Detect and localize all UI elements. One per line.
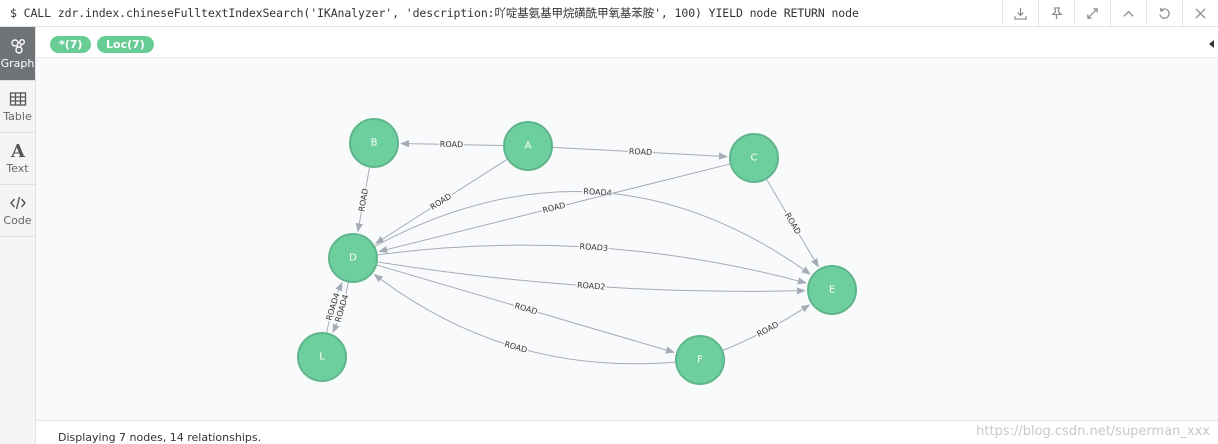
node-circle[interactable] bbox=[503, 121, 553, 171]
relationship-label: ROAD bbox=[514, 301, 539, 316]
sidebar-item-label: Graph bbox=[0, 57, 35, 70]
relationship-label: ROAD2 bbox=[577, 281, 606, 292]
relationship-label: ROAD bbox=[783, 211, 803, 236]
label-all-pill[interactable]: *(7) bbox=[50, 36, 92, 53]
sidebar-item-table[interactable]: Table bbox=[0, 81, 35, 133]
sidebar-item-label: Text bbox=[6, 162, 29, 175]
rerun-icon bbox=[1159, 7, 1170, 19]
relationship-C-E[interactable] bbox=[766, 179, 819, 268]
graph-node-f[interactable]: F bbox=[675, 335, 725, 385]
close-button[interactable] bbox=[1182, 0, 1218, 26]
query-bar: $ CALL zdr.index.chineseFulltextIndexSea… bbox=[0, 0, 1218, 27]
relationship-D-F[interactable] bbox=[376, 264, 675, 354]
relationship-label: ROAD bbox=[429, 192, 454, 212]
node-label: A bbox=[525, 141, 532, 152]
relationship-A-C[interactable] bbox=[552, 146, 728, 160]
relationship-label: ROAD bbox=[357, 188, 370, 213]
relationship-A-B[interactable] bbox=[400, 140, 504, 148]
collapse-up-icon bbox=[1123, 10, 1134, 17]
node-label: C bbox=[751, 153, 758, 164]
graph-icon bbox=[10, 39, 25, 54]
relationship-E-F[interactable] bbox=[722, 304, 811, 351]
relationship-label: ROAD bbox=[542, 201, 567, 215]
table-icon bbox=[9, 92, 26, 106]
node-labels-bar: *(7) Loc(7) bbox=[36, 27, 1218, 58]
relationship-A-E[interactable] bbox=[374, 191, 811, 275]
code-icon bbox=[9, 196, 26, 210]
node-circle[interactable] bbox=[349, 118, 399, 168]
label-loc-pill[interactable]: Loc(7) bbox=[97, 36, 154, 53]
relationship-label: ROAD bbox=[755, 320, 780, 339]
graph-node-d[interactable]: D bbox=[328, 233, 378, 283]
graph-node-c[interactable]: C bbox=[729, 133, 779, 183]
relationship-D-E2[interactable] bbox=[377, 261, 806, 295]
download-icon bbox=[1014, 7, 1027, 20]
collapse-panel-arrow-icon[interactable] bbox=[1209, 40, 1214, 48]
relationship-D-F-low[interactable] bbox=[373, 273, 676, 365]
status-text: Displaying 7 nodes, 14 relationships. bbox=[58, 431, 262, 444]
frame-toolbar bbox=[1002, 0, 1218, 26]
node-label: F bbox=[697, 355, 703, 366]
relationship-label: ROAD4 bbox=[583, 187, 612, 198]
graph-node-e[interactable]: E bbox=[807, 265, 857, 315]
text-icon: A bbox=[10, 142, 26, 160]
sidebar-item-label: Code bbox=[3, 214, 32, 227]
node-circle[interactable] bbox=[807, 265, 857, 315]
relationship-C-D[interactable] bbox=[378, 163, 730, 254]
view-sidebar: Graph Table A Text Code bbox=[0, 27, 36, 444]
query-text[interactable]: $ CALL zdr.index.chineseFulltextIndexSea… bbox=[10, 6, 859, 20]
node-label: L bbox=[319, 352, 325, 363]
sidebar-item-graph[interactable]: Graph bbox=[0, 27, 35, 81]
expand-button[interactable] bbox=[1074, 0, 1110, 26]
relationship-B-D[interactable] bbox=[355, 167, 371, 233]
node-label: B bbox=[371, 138, 378, 149]
relationship-A-D[interactable] bbox=[374, 159, 508, 244]
sidebar-item-label: Table bbox=[3, 110, 32, 123]
relationship-label: ROAD bbox=[629, 147, 653, 157]
graph-node-a[interactable]: A bbox=[503, 121, 553, 171]
pin-button[interactable] bbox=[1038, 0, 1074, 26]
graph-node-l[interactable]: L bbox=[297, 332, 347, 382]
node-circle[interactable] bbox=[675, 335, 725, 385]
node-circle[interactable] bbox=[729, 133, 779, 183]
node-circle[interactable] bbox=[328, 233, 378, 283]
relationship-D-E3[interactable] bbox=[377, 244, 807, 285]
relationship-D-L[interactable] bbox=[332, 282, 349, 334]
pin-icon bbox=[1051, 6, 1063, 19]
download-button[interactable] bbox=[1002, 0, 1038, 26]
watermark: https://blog.csdn.net/superman_xxx bbox=[976, 424, 1210, 439]
status-bar: Displaying 7 nodes, 14 relationships. ht… bbox=[36, 420, 1218, 444]
relationship-L-D[interactable] bbox=[326, 281, 343, 333]
sidebar-item-code[interactable]: Code bbox=[0, 185, 35, 237]
graph-node-b[interactable]: B bbox=[349, 118, 399, 168]
collapse-up-button[interactable] bbox=[1110, 0, 1146, 26]
node-circle[interactable] bbox=[297, 332, 347, 382]
svg-text:A: A bbox=[10, 142, 26, 160]
relationship-label: ROAD bbox=[503, 340, 528, 355]
sidebar-item-text[interactable]: A Text bbox=[0, 133, 35, 185]
close-icon bbox=[1195, 7, 1206, 19]
rerun-button[interactable] bbox=[1146, 0, 1182, 26]
relationship-label: ROAD3 bbox=[579, 242, 608, 253]
relationship-label: ROAD bbox=[440, 140, 464, 149]
expand-icon bbox=[1087, 7, 1098, 19]
node-label: D bbox=[349, 253, 357, 264]
node-label: E bbox=[829, 285, 835, 296]
